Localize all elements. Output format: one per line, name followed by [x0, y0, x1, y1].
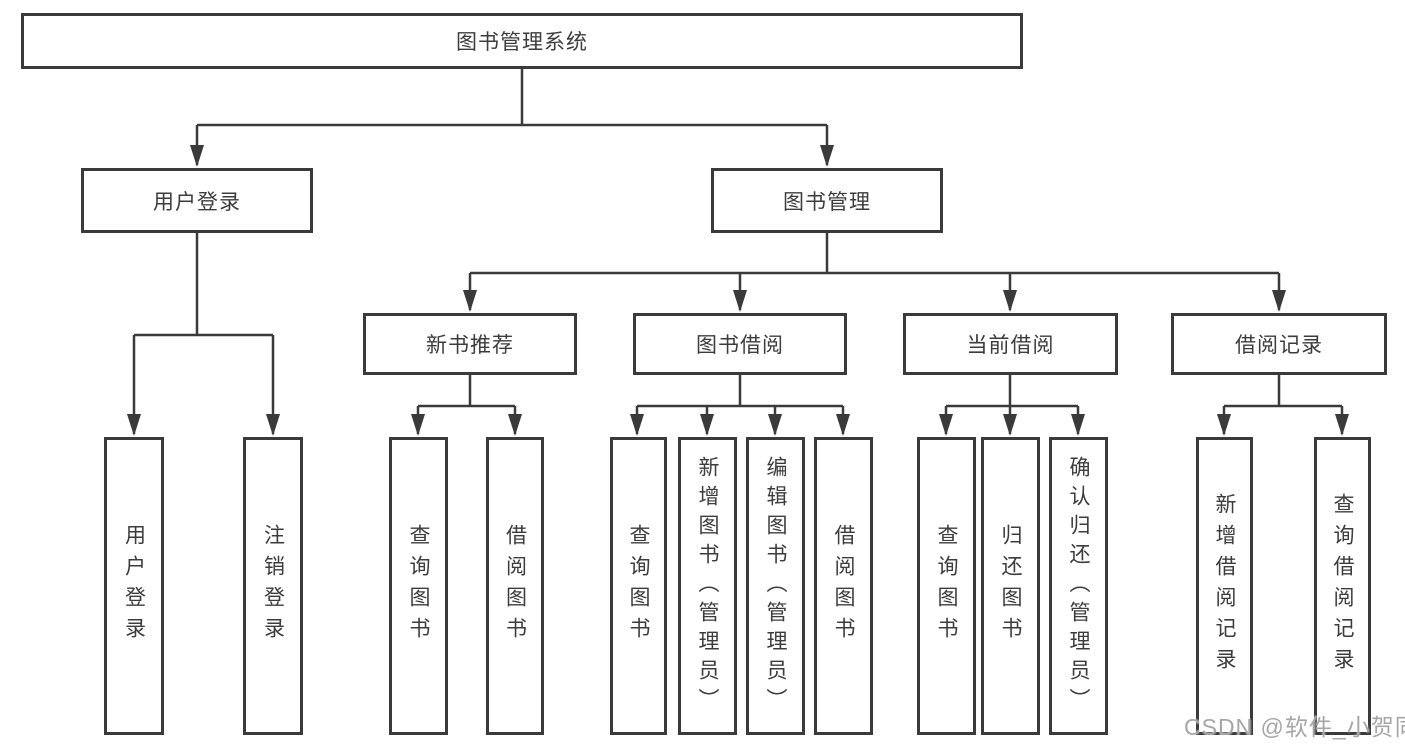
connector-root-trunk — [197, 69, 827, 127]
node-current-borrowing-label: 当前借阅 — [966, 334, 1055, 357]
leaf-add-borrow-record: 新增借阅记录 — [1196, 437, 1253, 735]
leaf-borrowing-borrow-books: 借阅图书 — [814, 437, 873, 735]
connector-borrowing-trunk — [637, 375, 843, 408]
node-new-book-recommendation-label: 新书推荐 — [426, 334, 514, 357]
leaf-logout-label: 注销登录 — [261, 524, 285, 648]
leaf-confirm-return-admin-label: 确认归还（管理员） — [1067, 455, 1090, 717]
node-borrowing-records-label: 借阅记录 — [1235, 334, 1323, 357]
leaf-query-borrow-record-label: 查询借阅记录 — [1331, 493, 1354, 679]
node-current-borrowing: 当前借阅 — [903, 313, 1118, 375]
leaf-rec-query-books-label: 查询图书 — [407, 524, 430, 648]
leaf-query-borrow-record: 查询借阅记录 — [1314, 437, 1371, 735]
leaf-logout: 注销登录 — [243, 437, 303, 735]
node-borrowing-records: 借阅记录 — [1171, 313, 1387, 375]
node-book-management-label: 图书管理 — [783, 190, 871, 214]
leaf-borrowing-query-books-label: 查询图书 — [627, 524, 650, 648]
leaf-add-books-admin: 新增图书（管理员） — [678, 437, 737, 735]
connector-user-login-trunk — [134, 233, 273, 337]
node-user-login: 用户登录 — [81, 168, 313, 233]
leaf-return-books-label: 归还图书 — [999, 524, 1022, 648]
leaf-rec-borrow-books-label: 借阅图书 — [503, 524, 527, 648]
connector-book-management-trunk — [470, 233, 1279, 275]
leaf-return-books: 归还图书 — [981, 437, 1040, 735]
node-new-book-recommendation: 新书推荐 — [363, 313, 577, 375]
connector-records-trunk — [1224, 375, 1342, 408]
leaf-add-borrow-record-label: 新增借阅记录 — [1213, 493, 1236, 679]
leaf-rec-borrow-books: 借阅图书 — [486, 437, 544, 735]
node-book-borrowing: 图书借阅 — [633, 313, 847, 375]
connector-recommendation-trunk — [418, 375, 515, 408]
leaf-confirm-return-admin: 确认归还（管理员） — [1049, 437, 1108, 735]
node-user-login-label: 用户登录 — [153, 190, 241, 214]
leaf-edit-books-admin: 编辑图书（管理员） — [746, 437, 805, 735]
leaf-current-query-books-label: 查询图书 — [935, 524, 958, 648]
node-book-management: 图书管理 — [711, 168, 943, 233]
leaf-rec-query-books: 查询图书 — [389, 437, 448, 735]
node-library-system-label: 图书管理系统 — [456, 31, 588, 54]
leaf-user-login-label: 用户登录 — [122, 524, 146, 648]
node-library-system: 图书管理系统 — [21, 13, 1023, 69]
leaf-user-login: 用户登录 — [104, 437, 164, 735]
leaf-edit-books-admin-label: 编辑图书（管理员） — [764, 455, 787, 717]
connector-current-trunk — [946, 375, 1078, 408]
csdn-watermark: CSDN @软件_小贺同学 — [1184, 714, 1405, 740]
leaf-borrowing-borrow-books-label: 借阅图书 — [832, 524, 855, 648]
leaf-add-books-admin-label: 新增图书（管理员） — [696, 455, 719, 717]
leaf-current-query-books: 查询图书 — [917, 437, 976, 735]
node-book-borrowing-label: 图书借阅 — [696, 334, 784, 357]
leaf-borrowing-query-books: 查询图书 — [610, 437, 667, 735]
